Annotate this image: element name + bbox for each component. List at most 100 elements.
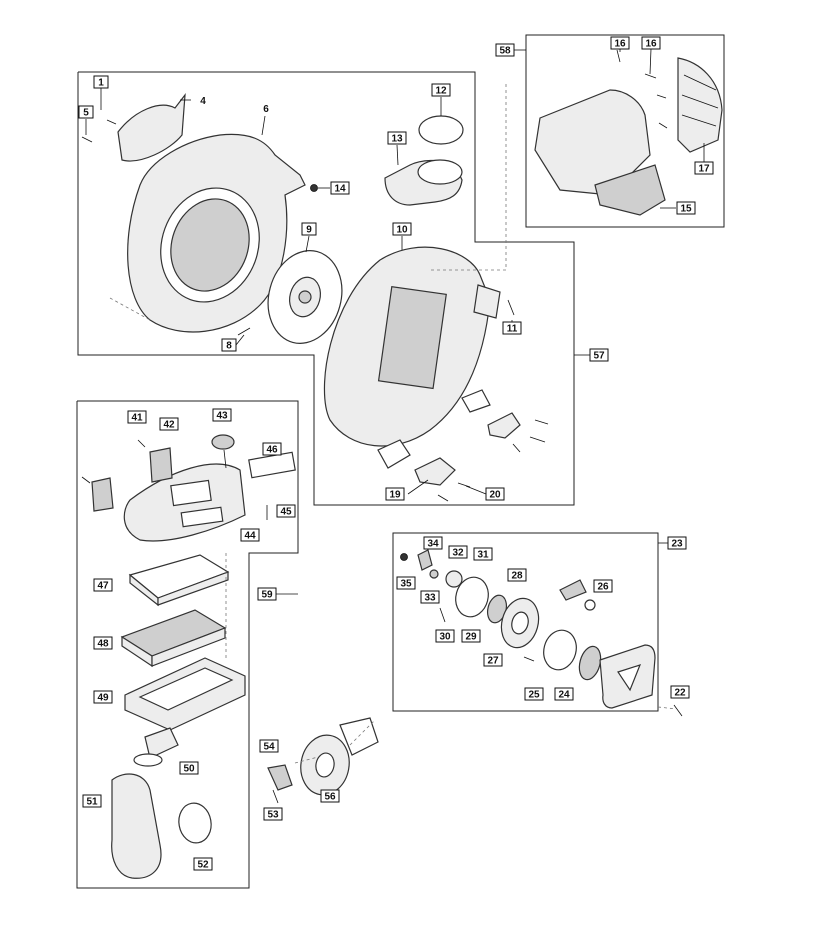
blower-housing-half <box>109 133 306 333</box>
label-44: 44 <box>244 531 256 542</box>
part-label: 4 <box>200 96 206 107</box>
part-label: 41 <box>127 410 147 424</box>
bracket-parts-19-20 <box>377 389 549 502</box>
part-label: 23 <box>667 536 687 550</box>
label-45: 45 <box>280 507 292 518</box>
label-14: 14 <box>334 184 346 195</box>
part-label: 12 <box>431 83 451 97</box>
label-59: 59 <box>261 590 273 601</box>
group-58-frame <box>525 34 725 228</box>
label-33: 33 <box>424 593 436 604</box>
part-label: 31 <box>473 547 493 561</box>
part-label: 59 <box>257 587 277 601</box>
part-label: 34 <box>423 536 443 550</box>
label-53: 53 <box>267 810 279 821</box>
label-11: 11 <box>507 324 518 335</box>
part-label: 53 <box>263 807 283 821</box>
label-20: 20 <box>489 490 501 501</box>
part-label: 19 <box>385 487 405 501</box>
part-label: 16 <box>610 36 630 50</box>
link-58-57 <box>430 84 507 271</box>
label-47: 47 <box>97 581 109 592</box>
label-22: 22 <box>674 688 686 699</box>
label-58: 58 <box>499 46 511 57</box>
label-9: 9 <box>306 225 312 236</box>
elbow-outlet <box>384 159 463 206</box>
pre-filter <box>128 554 230 607</box>
air-filter-cover <box>123 463 246 542</box>
part-label: 20 <box>485 487 505 501</box>
label-42: 42 <box>163 420 175 431</box>
part-label: 25 <box>524 687 544 701</box>
part-label: 42 <box>159 417 179 431</box>
label-6: 6 <box>263 104 269 115</box>
fan-impeller <box>267 250 343 344</box>
label-56: 56 <box>324 792 336 803</box>
part-label: 48 <box>93 636 113 650</box>
group-59-frame <box>76 400 299 889</box>
part-label: 30 <box>435 629 455 643</box>
label-48: 48 <box>97 639 109 650</box>
part-label: 26 <box>593 579 613 593</box>
label-15: 15 <box>680 204 692 215</box>
label-34: 34 <box>427 539 439 550</box>
screws-58 <box>616 49 668 129</box>
part-label: 51 <box>82 794 102 808</box>
part-label: 9 <box>301 222 317 236</box>
label-4: 4 <box>200 96 206 107</box>
label-57: 57 <box>593 351 605 362</box>
group-23-frame <box>392 532 659 712</box>
label-23: 23 <box>671 539 683 550</box>
label-35: 35 <box>400 579 412 590</box>
filter-base <box>124 657 246 731</box>
label-19: 19 <box>389 490 401 501</box>
label-5: 5 <box>83 108 89 119</box>
part-label: 54 <box>259 739 279 753</box>
part-label: 8 <box>221 338 237 352</box>
label-25: 25 <box>528 690 540 701</box>
part-label: 13 <box>387 131 407 145</box>
part-label: 49 <box>93 690 113 704</box>
label-54: 54 <box>263 742 275 753</box>
label-8: 8 <box>226 341 232 352</box>
label-52: 52 <box>197 860 209 871</box>
part-label: 11 <box>502 321 522 335</box>
label-16b: 16 <box>645 39 657 50</box>
group-57-frame <box>77 71 575 506</box>
main-filter <box>120 609 227 668</box>
part-label: 27 <box>483 653 503 667</box>
part-label: 58 <box>495 43 515 57</box>
part-label: 22 <box>670 685 690 699</box>
part-label: 47 <box>93 578 113 592</box>
leader-lines <box>85 48 705 595</box>
choke-knob-parts <box>81 434 296 520</box>
label-46: 46 <box>266 445 278 456</box>
label-29: 29 <box>465 632 477 643</box>
part-label: 45 <box>276 504 296 518</box>
part-label: 28 <box>507 568 527 582</box>
label-1: 1 <box>98 78 104 89</box>
label-30: 30 <box>439 632 451 643</box>
label-13: 13 <box>391 134 403 145</box>
label-41: 41 <box>131 413 143 424</box>
part-label: 10 <box>392 222 412 236</box>
recoil-starter-parts <box>400 549 683 717</box>
flywheel-parts <box>267 717 379 804</box>
part-labels: 1 4 5 6 8 9 10 11 12 13 14 15 16 16 17 1… <box>78 36 714 871</box>
label-17: 17 <box>698 164 710 175</box>
label-49: 49 <box>97 693 109 704</box>
part-label: 44 <box>240 528 260 542</box>
part-label: 52 <box>193 857 213 871</box>
part-label: 57 <box>589 348 609 362</box>
part-label: 16 <box>641 36 661 50</box>
part-label: 14 <box>330 181 350 195</box>
part-label: 46 <box>262 442 282 456</box>
part-label: 50 <box>179 761 199 775</box>
part-label: 17 <box>694 161 714 175</box>
label-16a: 16 <box>614 39 626 50</box>
part-label: 15 <box>676 201 696 215</box>
part-label: 1 <box>93 75 109 89</box>
part-label: 33 <box>420 590 440 604</box>
nozzle-adapter <box>117 93 186 162</box>
part-label: 43 <box>212 408 232 422</box>
